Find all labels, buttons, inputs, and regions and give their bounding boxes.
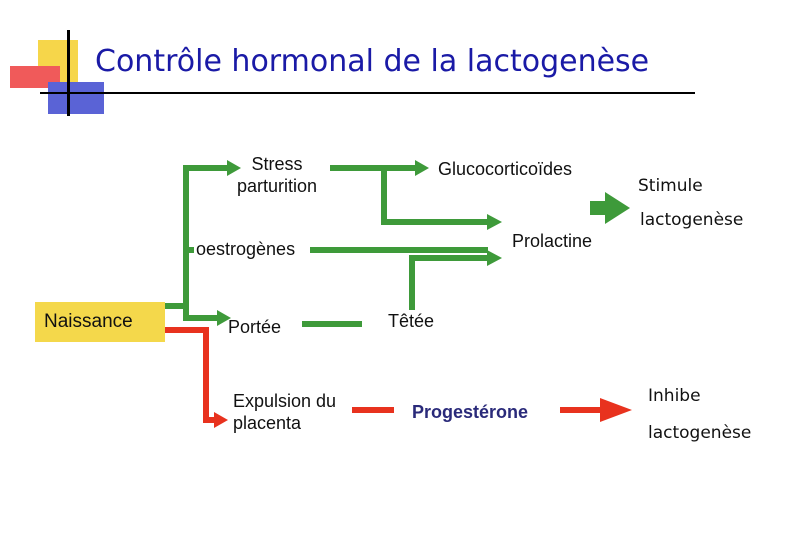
arrow-tetee-to-prolactine — [412, 258, 487, 310]
stimulate-big-arrow — [590, 192, 630, 224]
expulsion-label-line2: placenta — [233, 412, 336, 434]
glucocorticoides-label: Glucocorticoïdes — [438, 158, 572, 180]
arrowhead-prolactine-top — [487, 214, 502, 230]
inhibit-big-arrow — [600, 398, 632, 422]
arrow-naissance-to-stress — [165, 168, 227, 306]
oestrogenes-label: oestrogènes — [196, 238, 295, 260]
prolactine-label: Prolactine — [512, 230, 592, 252]
lactogenese-inhibe-label: lactogenèse — [648, 422, 751, 444]
arrowhead-prolactine-bottom — [487, 250, 502, 266]
portee-label: Portée — [228, 316, 281, 338]
inhibe-label: Inhibe — [648, 385, 701, 407]
expulsion-label-line1: Expulsion du — [233, 390, 336, 412]
stress-label-line2: parturition — [222, 175, 332, 197]
lactogenese-stimule-label: lactogenèse — [640, 209, 743, 231]
arrowhead-glucocorticoides — [415, 160, 429, 176]
arrow-naissance-to-portee — [165, 306, 217, 318]
tetee-label: Têtée — [388, 310, 434, 332]
stimule-label: Stimule — [638, 175, 703, 197]
expulsion-placenta-label: Expulsion du placenta — [233, 390, 336, 434]
stress-parturition-label: Stress parturition — [222, 153, 332, 197]
stress-label-line1: Stress — [222, 153, 332, 175]
arrow-naissance-to-expulsion — [165, 330, 214, 420]
naissance-label: Naissance — [44, 311, 133, 333]
arrowhead-expulsion — [214, 412, 228, 428]
progesterone-label: Progestérone — [412, 401, 528, 423]
